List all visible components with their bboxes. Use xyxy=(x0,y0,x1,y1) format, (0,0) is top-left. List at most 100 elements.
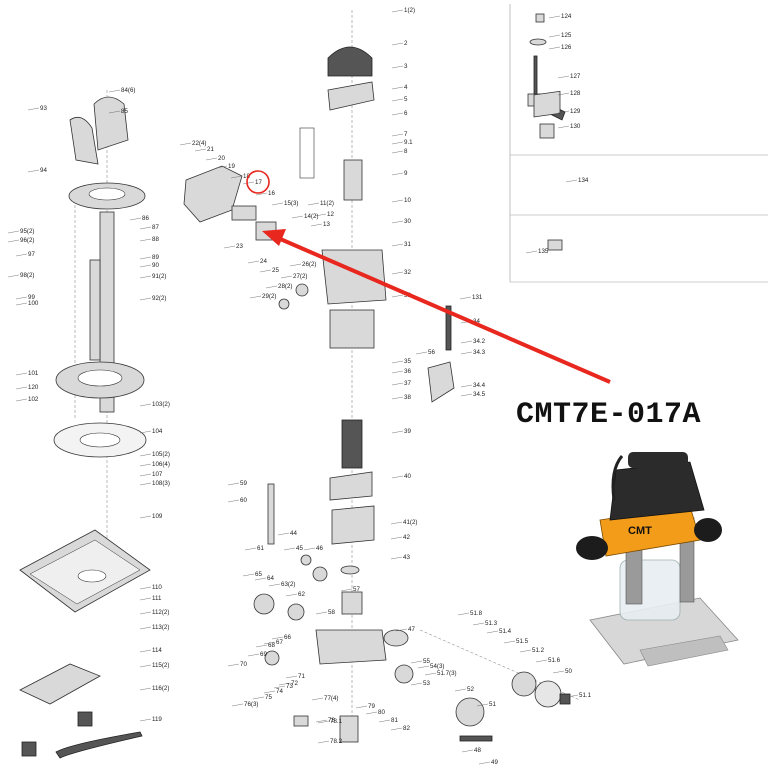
leader-line xyxy=(391,9,404,13)
part-label: 87 xyxy=(152,224,159,231)
leader-line xyxy=(252,696,265,700)
leader-line xyxy=(310,223,323,227)
leader-line xyxy=(476,703,489,707)
leader-line xyxy=(317,740,330,744)
part-label: 84(6) xyxy=(121,87,135,94)
leader-line xyxy=(15,386,28,390)
leader-line xyxy=(139,482,152,486)
part-label: 58 xyxy=(328,609,335,616)
leader-line xyxy=(285,593,298,597)
leader-line xyxy=(460,351,473,355)
leader-line xyxy=(247,653,260,657)
part-label: 97 xyxy=(28,251,35,258)
part-label: 18 xyxy=(243,173,250,180)
leader-line xyxy=(15,296,28,300)
leader-line xyxy=(391,382,404,386)
leader-line xyxy=(391,112,404,116)
leader-line xyxy=(263,641,276,645)
part-label: 131 xyxy=(472,294,483,301)
leader-line xyxy=(390,556,403,560)
part-label: 127 xyxy=(570,73,581,80)
router-product-icon: CMT xyxy=(576,452,739,667)
leader-line xyxy=(391,294,404,298)
leader-line xyxy=(548,15,561,19)
part-label: 50 xyxy=(565,668,572,675)
leader-line xyxy=(254,577,267,581)
leader-line xyxy=(315,719,328,723)
leader-line xyxy=(317,720,330,724)
part-label: 82 xyxy=(403,725,410,732)
left-assembly xyxy=(19,90,151,759)
leader-line xyxy=(280,275,293,279)
part-label: 15(3) xyxy=(284,200,298,207)
leader-line xyxy=(548,46,561,50)
leader-line xyxy=(391,172,404,176)
leader-line xyxy=(391,243,404,247)
part-label: 59 xyxy=(240,480,247,487)
leader-line xyxy=(139,626,152,630)
leader-line xyxy=(410,682,423,686)
part-label: 9 xyxy=(404,170,408,177)
part-label: 71 xyxy=(298,673,305,680)
leader-line xyxy=(108,89,121,93)
leader-line xyxy=(525,250,538,254)
part-label: 27(2) xyxy=(293,273,307,280)
leader-line xyxy=(552,670,565,674)
part-label: 22(4) xyxy=(192,140,206,147)
part-label: 60 xyxy=(240,497,247,504)
leader-line xyxy=(391,370,404,374)
part-labels: 1(2)2345679.189103031323335363738394041(… xyxy=(7,7,592,766)
leader-line xyxy=(391,271,404,275)
leader-line xyxy=(15,253,28,257)
leader-line xyxy=(242,573,255,577)
part-label: 77(4) xyxy=(324,695,338,702)
leader-line xyxy=(417,665,430,669)
part-label: 44 xyxy=(290,530,297,537)
highlight-circle xyxy=(246,170,270,194)
part-label: 99 xyxy=(28,294,35,301)
part-label: 41(2) xyxy=(403,519,417,526)
part-label: 129 xyxy=(570,108,581,115)
leader-line xyxy=(223,245,236,249)
part-label: 30 xyxy=(404,218,411,225)
part-label: 89 xyxy=(152,254,159,261)
part-label: 51.1 xyxy=(579,692,592,699)
part-label: 70 xyxy=(240,661,247,668)
leader-line xyxy=(139,275,152,279)
part-label: 5 xyxy=(404,96,408,103)
leader-line xyxy=(557,110,570,114)
part-label: 79 xyxy=(368,703,375,710)
leader-line xyxy=(566,694,579,698)
leader-line xyxy=(230,175,243,179)
part-label: 110 xyxy=(152,584,162,591)
leader-line xyxy=(231,703,244,707)
leader-line xyxy=(242,181,255,185)
leader-line xyxy=(391,86,404,90)
leader-line xyxy=(139,473,152,477)
leader-line xyxy=(227,482,240,486)
part-label: 125 xyxy=(561,32,572,39)
part-label: 40 xyxy=(404,473,411,480)
part-label: 9.1 xyxy=(404,139,413,146)
leader-line xyxy=(15,372,28,376)
part-label: 54(3) xyxy=(430,663,444,670)
leader-line xyxy=(391,98,404,102)
part-label: 20 xyxy=(218,155,225,162)
part-label: 11(2) xyxy=(320,200,334,207)
leader-line xyxy=(255,644,268,648)
part-label: 119 xyxy=(152,716,162,723)
leader-line xyxy=(139,238,152,242)
part-label: 35 xyxy=(404,358,411,365)
part-label: 94 xyxy=(40,167,47,174)
leader-line xyxy=(391,475,404,479)
part-label: 28(2) xyxy=(278,283,292,290)
leader-line xyxy=(15,398,28,402)
leader-line xyxy=(311,697,324,701)
leader-line xyxy=(139,597,152,601)
leader-line xyxy=(139,430,152,434)
leader-line xyxy=(472,622,485,626)
leader-line xyxy=(139,453,152,457)
part-label: 56 xyxy=(428,349,435,356)
part-label: 34.2 xyxy=(473,338,486,345)
part-label: 34.5 xyxy=(473,391,486,398)
